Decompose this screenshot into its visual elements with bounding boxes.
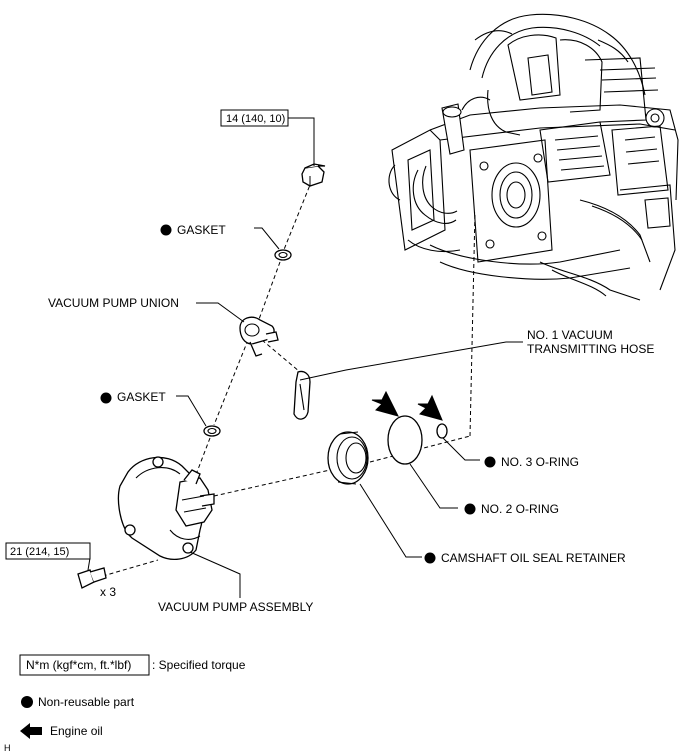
nonreusable-mark [484, 456, 496, 468]
nonreusable-mark [100, 392, 112, 404]
legend-torque-box-text: N*m (kgf*cm, ft.*lbf) [26, 658, 131, 672]
gasket-lower-part [203, 425, 221, 437]
vacuum-pump-union-part [239, 316, 279, 357]
callout-no2-o-ring: NO. 2 O-RING [464, 502, 559, 516]
legend-engine-oil-label: Engine oil [50, 724, 103, 738]
hose-label-line1: NO. 1 VACUUM [527, 328, 613, 342]
torque-top-value: 14 (140, 10) [226, 113, 285, 125]
callout-torque-bottom: 21 (214, 15) [5, 542, 91, 560]
callout-torque-top: 14 (140, 10) [220, 109, 289, 127]
legend-nonreusable-label: Non-reusable part [38, 695, 135, 709]
legend-nonreusable-icon [21, 696, 33, 708]
no2-o-ring-label: NO. 2 O-RING [481, 502, 559, 516]
hose-label-line2: TRANSMITTING HOSE [527, 342, 654, 356]
gasket-upper-label: GASKET [177, 223, 226, 237]
nonreusable-mark [464, 503, 476, 515]
camshaft-retainer-label: CAMSHAFT OIL SEAL RETAINER [441, 551, 626, 565]
assembly-lines [95, 179, 476, 579]
callout-gasket-upper: GASKET [160, 223, 226, 237]
legend-torque-desc: : Specified torque [152, 658, 246, 672]
nonreusable-mark [424, 552, 436, 564]
no2-o-ring-part [387, 415, 423, 465]
engine-oil-arrow-2 [417, 394, 443, 421]
gasket-upper-part [274, 249, 292, 261]
nonreusable-mark [160, 224, 172, 236]
bolt-quantity-label: x 3 [100, 585, 116, 599]
union-bolt [301, 163, 326, 187]
pump-mounting-bolt [77, 567, 107, 589]
no3-o-ring-label: NO. 3 O-RING [501, 455, 579, 469]
callout-gasket-lower: GASKET [100, 390, 166, 404]
legend: N*m (kgf*cm, ft.*lbf) : Specified torque… [19, 654, 246, 739]
callout-no3-o-ring: NO. 3 O-RING [484, 455, 579, 469]
vacuum-pump-assembly-label: VACUUM PUMP ASSEMBLY [158, 600, 313, 614]
legend-torque-box [19, 654, 150, 676]
callout-hose: NO. 1 VACUUM TRANSMITTING HOSE [527, 328, 654, 356]
vacuum-pump-assembly-part [117, 456, 215, 561]
engine-oil-arrow-1 [371, 390, 399, 417]
callout-camshaft-retainer: CAMSHAFT OIL SEAL RETAINER [424, 551, 626, 565]
vacuum-pump-union-label: VACUUM PUMP UNION [48, 296, 179, 310]
gasket-lower-label: GASKET [117, 390, 166, 404]
engine-illustration [388, 13, 679, 301]
vacuum-hose-part [293, 370, 311, 420]
legend-engine-oil-arrow-icon [20, 723, 42, 739]
camshaft-oil-seal-retainer-part [327, 431, 369, 485]
no3-o-ring-part [436, 423, 448, 439]
torque-bottom-value: 21 (214, 15) [10, 546, 69, 558]
leader-lines [87, 117, 523, 598]
corner-mark: H [4, 743, 11, 753]
